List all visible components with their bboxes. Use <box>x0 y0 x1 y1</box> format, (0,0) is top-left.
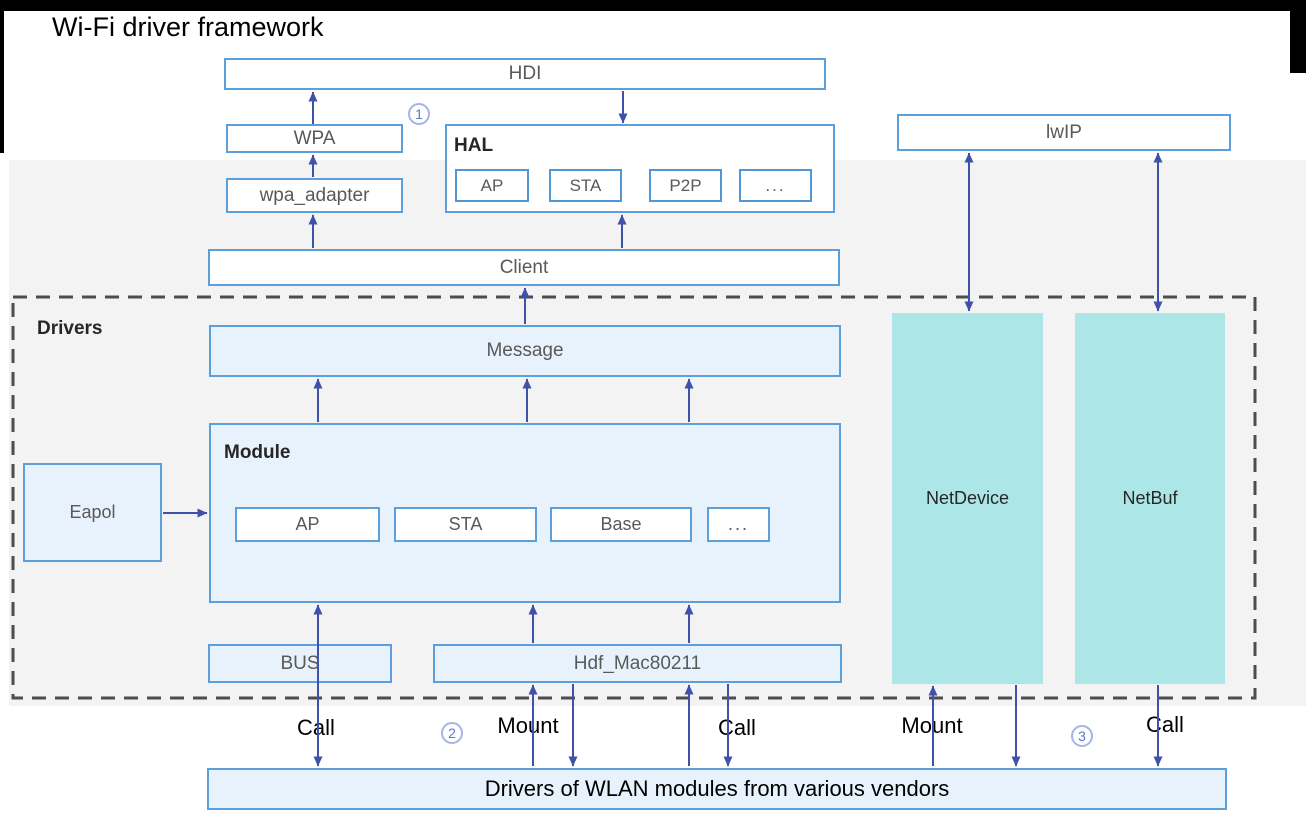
box-eapol: Eapol <box>23 463 162 562</box>
bus-label: BUS <box>280 652 320 674</box>
box-wpa-adapter: wpa_adapter <box>226 178 403 213</box>
lwip-label: lwIP <box>1046 121 1082 143</box>
circled-number-2-value: 2 <box>448 725 456 741</box>
netdevice-label: NetDevice <box>925 488 1010 508</box>
box-netdevice: NetDevice <box>892 313 1043 684</box>
screenshot-left-border <box>0 0 4 153</box>
vendors-label: Drivers of WLAN modules from various ven… <box>484 776 950 801</box>
hal-label: HAL <box>454 135 494 156</box>
client-label: Client <box>499 256 549 278</box>
box-lwip: lwIP <box>897 114 1231 151</box>
page-title: Wi-Fi driver framework <box>52 12 324 42</box>
screenshot-right-border <box>1290 0 1306 73</box>
hdf-mac80211-label: Hdf_Mac80211 <box>573 652 702 674</box>
module-chip-more: ... <box>707 507 770 542</box>
hal-chip-p2p: P2P <box>649 169 722 202</box>
box-vendors: Drivers of WLAN modules from various ven… <box>207 768 1227 810</box>
box-message: Message <box>209 325 841 377</box>
netbuf-label: NetBuf <box>1122 488 1178 508</box>
box-hdf-mac80211: Hdf_Mac80211 <box>433 644 842 683</box>
circled-number-1: 1 <box>408 103 430 125</box>
box-netbuf: NetBuf <box>1075 313 1225 684</box>
hal-chip-sta: STA <box>549 169 622 202</box>
module-chip-ap: AP <box>235 507 380 542</box>
module-label: Module <box>224 442 291 463</box>
circled-number-1-value: 1 <box>415 106 423 122</box>
wpa-label: WPA <box>293 127 336 149</box>
drivers-group-label: Drivers <box>37 318 103 339</box>
box-client: Client <box>208 249 840 286</box>
message-label: Message <box>486 340 564 361</box>
label-call-bus: Call <box>297 715 335 740</box>
hal-chip-ap: AP <box>455 169 529 202</box>
label-mount-hdf: Mount <box>497 713 559 738</box>
hdi-label: HDI <box>508 63 542 84</box>
circled-number-3: 3 <box>1071 725 1093 747</box>
label-call-hdf: Call <box>718 715 756 740</box>
module-chip-sta: STA <box>394 507 537 542</box>
label-call-netbuf: Call <box>1146 712 1184 737</box>
box-hdi: HDI <box>224 58 826 90</box>
wpa-adapter-label: wpa_adapter <box>259 184 370 206</box>
box-hal: HAL AP STA P2P ... <box>445 124 835 213</box>
box-wpa: WPA <box>226 124 403 153</box>
label-mount-netdevice: Mount <box>901 713 963 738</box>
hal-chip-more: ... <box>739 169 812 202</box>
box-bus: BUS <box>208 644 392 683</box>
eapol-label: Eapol <box>69 502 116 522</box>
module-chip-base: Base <box>550 507 692 542</box>
circled-number-2: 2 <box>441 722 463 744</box>
circled-number-3-value: 3 <box>1078 728 1086 744</box>
box-module: Module AP STA Base ... <box>209 423 841 603</box>
screenshot-top-border <box>0 0 1306 11</box>
